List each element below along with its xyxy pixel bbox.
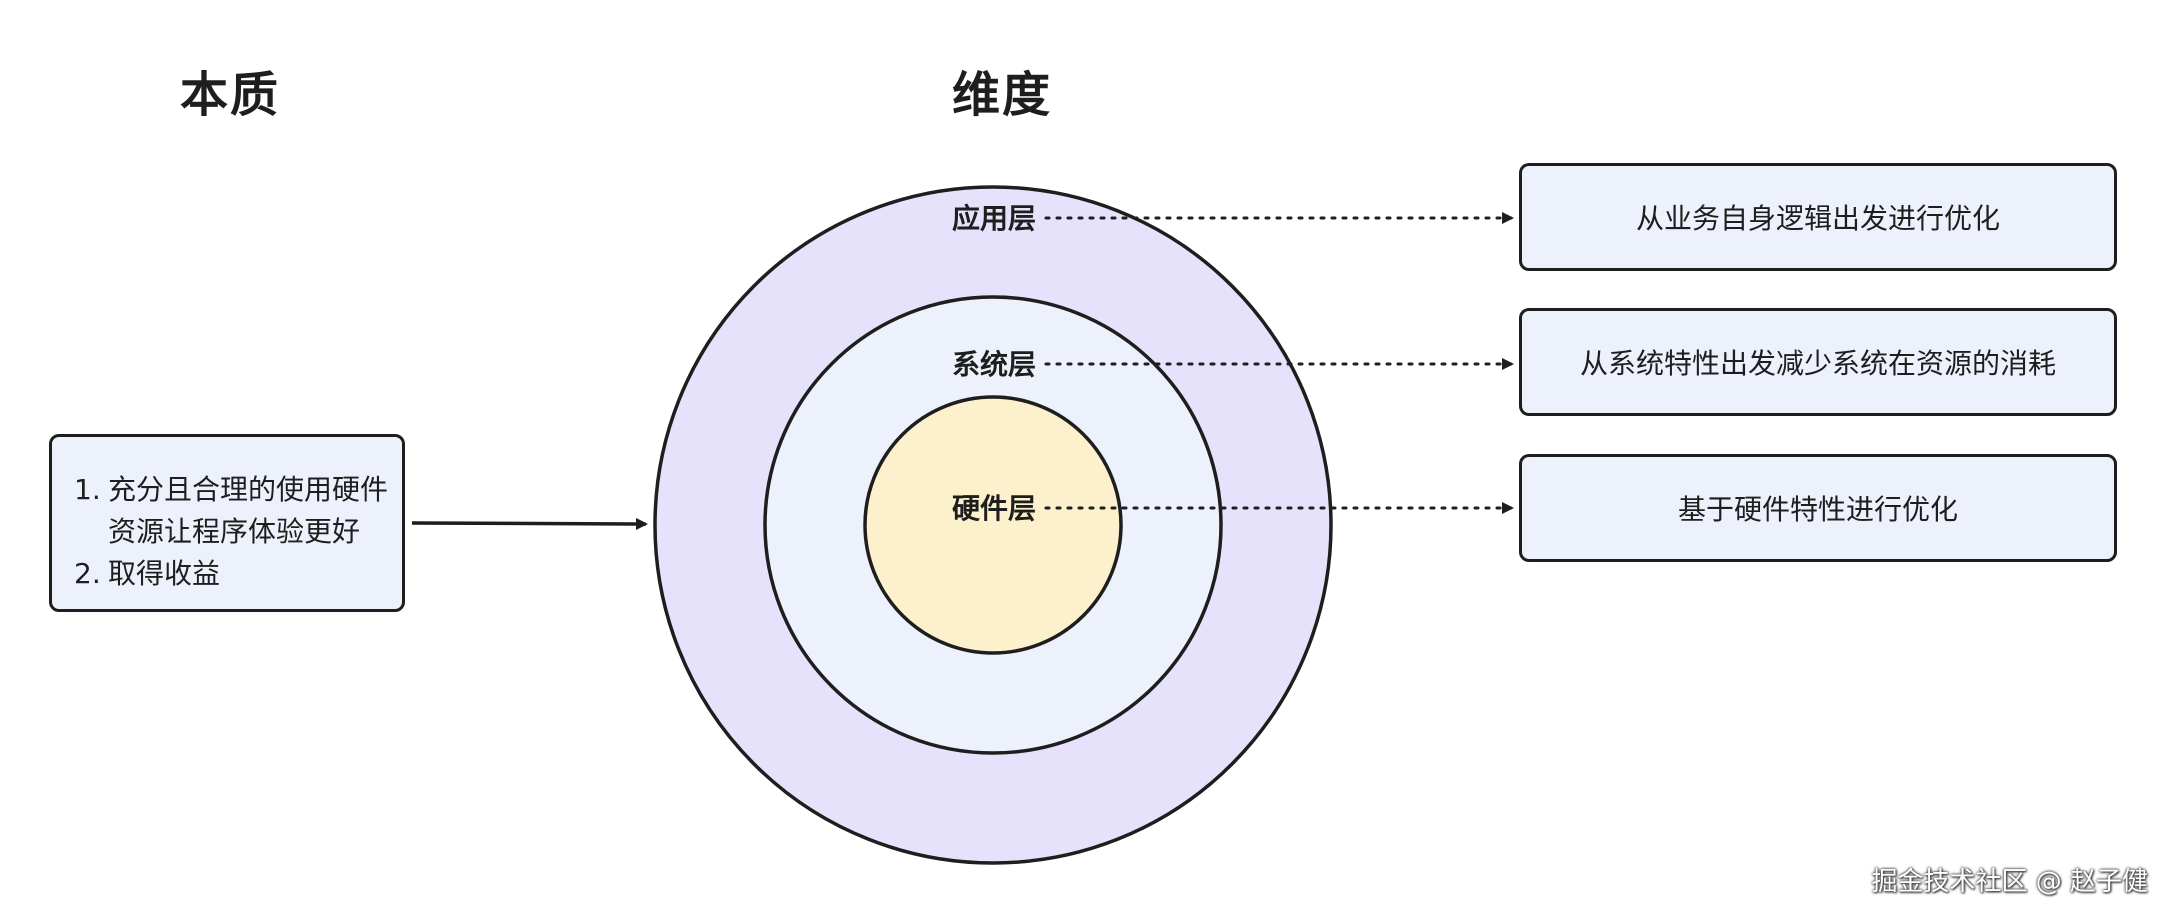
ring-hardware	[863, 395, 1123, 655]
essence-item: 2. 取得收益	[74, 553, 402, 595]
essence-item-text: 充分且合理的使用硬件	[108, 473, 389, 506]
watermark: 掘金技术社区 @ 赵子健	[1871, 867, 2148, 897]
essence-item-number: 1.	[74, 473, 101, 506]
dimension-description: 基于硬件特性进行优化	[1677, 493, 1958, 526]
dimension-description: 从系统特性出发减少系统在资源的消耗	[1579, 347, 2056, 380]
essence-item-number: 2.	[74, 557, 101, 590]
essence-item: 1. 充分且合理的使用硬件 资源让程序体验更好	[74, 469, 402, 553]
layer-label-system: 系统层	[952, 348, 1037, 381]
essence-box: 1. 充分且合理的使用硬件 资源让程序体验更好 2. 取得收益	[49, 434, 405, 612]
dimension-box-application: 从业务自身逻辑出发进行优化	[1519, 163, 2117, 271]
essence-item-text: 取得收益	[108, 557, 221, 590]
dimension-box-hardware: 基于硬件特性进行优化	[1519, 454, 2117, 562]
essence-heading: 本质	[180, 67, 281, 123]
essence-to-dimension-arrow	[411, 517, 648, 530]
dimension-box-system: 从系统特性出发减少系统在资源的消耗	[1519, 308, 2117, 416]
dimension-heading: 维度	[952, 67, 1053, 123]
layer-label-application: 应用层	[952, 202, 1037, 235]
layer-label-hardware: 硬件层	[952, 492, 1037, 525]
dimension-description: 从业务自身逻辑出发进行优化	[1635, 202, 2000, 235]
essence-item-text: 资源让程序体验更好	[108, 515, 361, 548]
